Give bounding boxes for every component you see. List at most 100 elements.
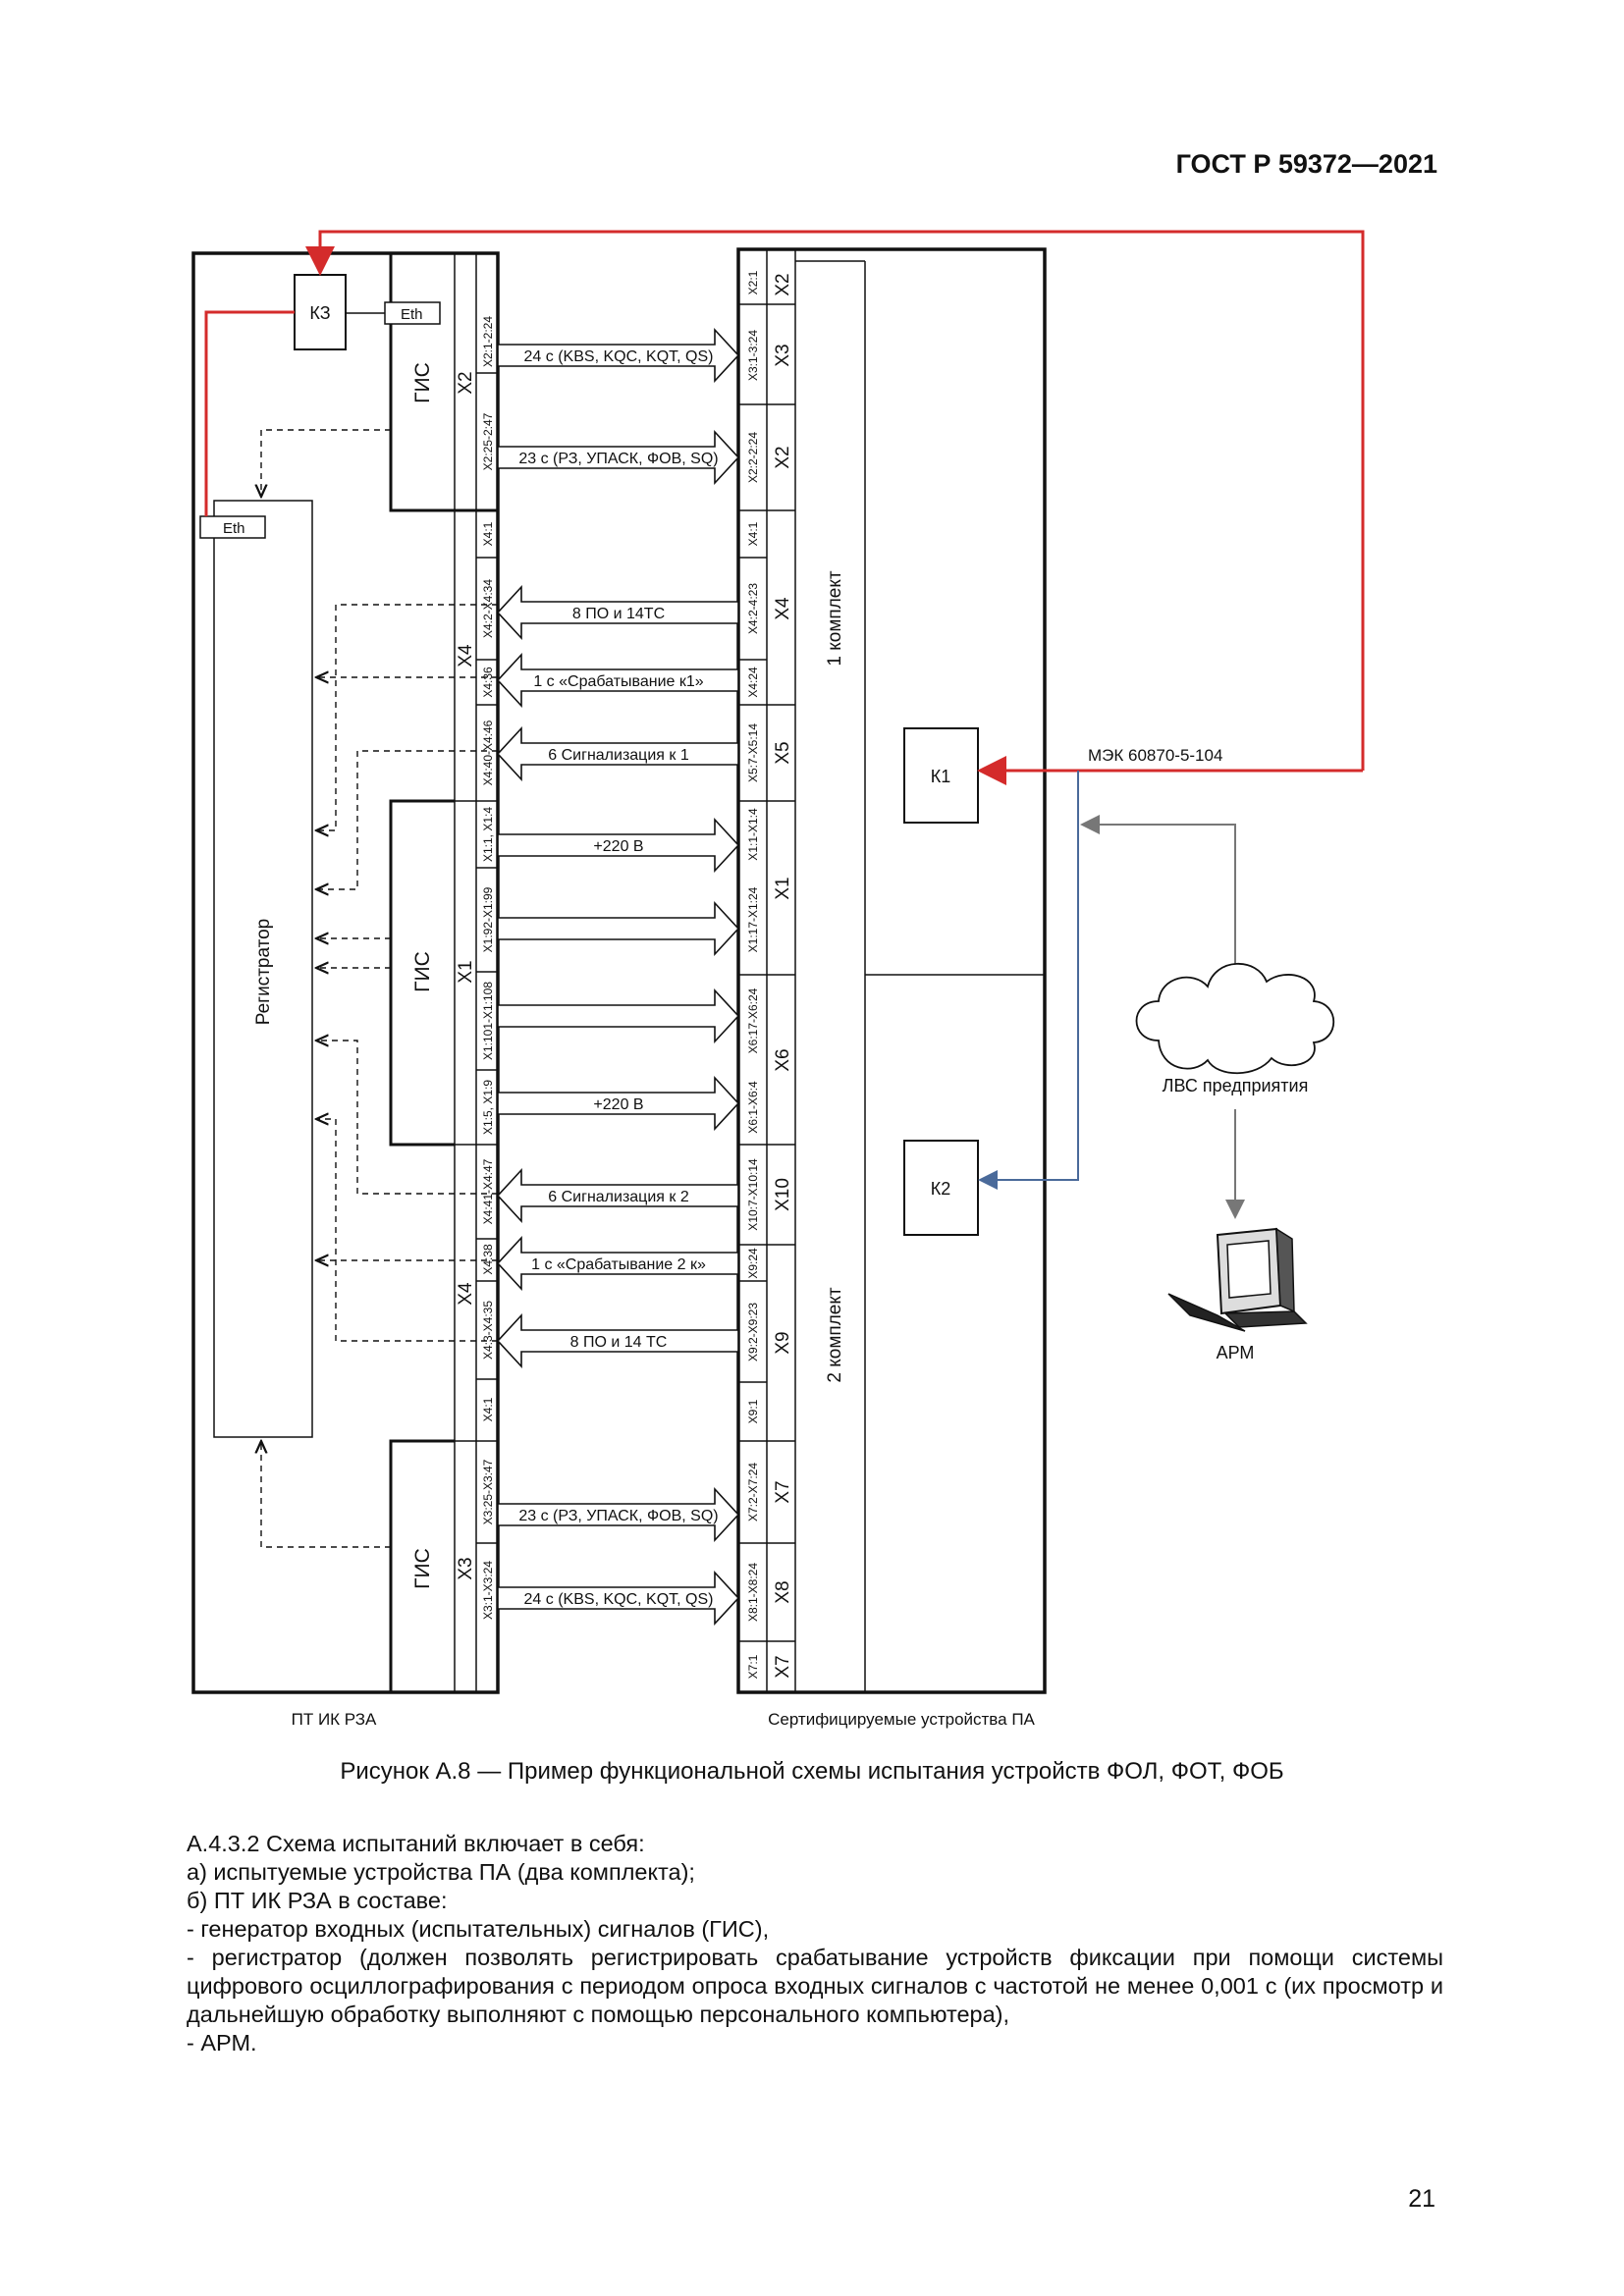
- diagram-label: X9:1: [746, 1399, 760, 1423]
- diagram-label: X6:1-X6:4: [746, 1081, 760, 1134]
- lvs-label: ЛВС предприятия: [1163, 1076, 1309, 1095]
- diagram-label: 1 с «Срабатывание к1»: [533, 673, 703, 690]
- diagram-shape: [738, 303, 795, 1642]
- arm-label: АРМ: [1217, 1343, 1255, 1362]
- pt-ik-rza-frame: [191, 251, 500, 1694]
- diagram-shape: [316, 750, 498, 889]
- diagram-label: X4:40-X4:46: [481, 720, 495, 785]
- diagram-label: X4: [456, 1282, 476, 1306]
- diagram-label: X3:1-X3:24: [481, 1561, 495, 1620]
- diagram-label: X6: [773, 1048, 793, 1071]
- signal-arrow-4: [496, 652, 739, 709]
- gis-top-block: [389, 251, 500, 512]
- diagram-label: X7: [773, 1655, 793, 1678]
- diagram-label: X3: [773, 344, 793, 366]
- diagram-label: 1 с «Срабатывание 2 к»: [531, 1256, 706, 1273]
- diagram-label: X2:1-2:24: [481, 316, 495, 367]
- diagram-label: X4:41-X4:47: [481, 1158, 495, 1224]
- kz-label: КЗ: [309, 303, 330, 323]
- registrator-label: Регистратор: [253, 919, 274, 1026]
- eth-registrator-label: Eth: [223, 520, 245, 537]
- paragraph: - АРМ.: [187, 2030, 257, 2056]
- paragraph: А.4.3.2 Схема испытаний включает в себя:: [187, 1831, 645, 1856]
- lvs-cloud-icon: [1135, 962, 1335, 1075]
- diagram-label: X4:24: [746, 667, 760, 698]
- diagram-label: X7: [773, 1480, 793, 1503]
- diagram-label: X4: [456, 644, 476, 667]
- diagram-label: К1: [931, 767, 951, 786]
- diagram-label: 23 с (РЗ, УПАСК, ФОВ, SQ): [518, 1508, 718, 1524]
- signal-arrow-x6a: [497, 988, 740, 1044]
- diagram-label: 24 с (KBS, KQC, KQT, QS): [524, 1591, 714, 1608]
- diagram-label: X3:1-3:24: [746, 330, 760, 381]
- diagram-shape: X2 X3 X2 X4 X5 X1 X6 X10 X9 X7 X8 X7: [773, 273, 793, 1678]
- diagram-label: 8 ПО и 14 ТС: [570, 1334, 668, 1351]
- signal-arrow-10: [496, 1312, 739, 1369]
- diagram-label: +220 В: [593, 838, 643, 855]
- diagram-label: X6:17-X6:24: [746, 988, 760, 1053]
- diagram-label: 6 Сигнализация к 2: [548, 1189, 689, 1205]
- diagram-label: X1:17-X1:24: [746, 886, 760, 952]
- body-text: А.4.3.2 Схема испытаний включает в себя:…: [118, 1830, 1443, 2057]
- certified-devices-frame: [736, 247, 1047, 1694]
- diagram-label: X4:1: [746, 521, 760, 546]
- diagram-shape: [389, 1439, 455, 1692]
- diagram-shape: [496, 584, 739, 1369]
- red-link-eth: [204, 310, 295, 516]
- signal-arrow-9: [496, 1235, 739, 1292]
- diagram-label: X10: [773, 1178, 793, 1211]
- diagram-shape: [316, 1119, 498, 1342]
- diagram-shape: [261, 429, 391, 497]
- diagram-label: X2:2-2:24: [746, 432, 760, 483]
- functional-diagram: Eth Регистратор КЗ Eth ГИС ГИС ГИС X2 X4…: [191, 230, 1365, 1729]
- diagram-label: X4:3-X4:35: [481, 1301, 495, 1360]
- diagram-label: X9: [773, 1331, 793, 1354]
- diagram-label: X4:2-4:23: [746, 583, 760, 634]
- diagram-label: X3:25-X3:47: [481, 1459, 495, 1524]
- diagram-shape: [1167, 1293, 1246, 1332]
- gis-top-label: ГИС: [411, 362, 434, 403]
- diagram-label: X4:36: [481, 667, 495, 698]
- paragraph: б) ПТ ИК РЗА в составе:: [187, 1888, 448, 1913]
- diagram-label: 23 с (РЗ, УПАСК, ФОВ, SQ): [518, 451, 718, 467]
- signal-arrow-7: [497, 1075, 740, 1132]
- eth-registrator: [199, 515, 266, 539]
- diagram-label: X8:1-X8:24: [746, 1563, 760, 1622]
- diagram-shape: X2:1 X3:1-3:24 X2:2-2:24 X4:1 X4:2-4:23 …: [746, 270, 760, 1679]
- diagram-shape: 24 с (KBS, KQC, KQT, QS) 23 с (РЗ, УПАСК…: [518, 348, 718, 1608]
- signal-arrow-6: [497, 817, 740, 874]
- signal-arrow-5: [496, 725, 739, 782]
- arm-computer-icon: [1167, 1227, 1308, 1332]
- paragraph: а) испытуемые устройства ПА (два комплек…: [187, 1859, 695, 1885]
- signal-arrow-12: [497, 1570, 740, 1627]
- diagram-label: 24 с (KBS, KQC, KQT, QS): [524, 348, 714, 365]
- registrator-block: [213, 500, 313, 1438]
- komplekt2-label: 2 комплект: [825, 1287, 845, 1382]
- paragraph: - регистратор (должен позволять регистри…: [187, 1945, 1443, 2027]
- diagram-label: X1:92-X1:99: [481, 886, 495, 952]
- eth-kz-label: Eth: [401, 306, 423, 323]
- diagram-label: X2:25-2:47: [481, 412, 495, 470]
- figure-caption: Рисунок А.8 — Пример функциональной схем…: [340, 1758, 1284, 1785]
- diagram-label: X4:2-X4:34: [481, 579, 495, 638]
- diagram-shape: [261, 429, 498, 1548]
- diagram-label: X7:1: [746, 1654, 760, 1679]
- diagram-label: X2: [456, 371, 476, 394]
- diagram-label: X1: [773, 877, 793, 899]
- diagram-label: X1:5, X1:9: [481, 1080, 495, 1135]
- diagram-label: X8: [773, 1580, 793, 1603]
- diagram-label: X10:7-X10:14: [746, 1158, 760, 1231]
- diagram-shape: [389, 799, 455, 1147]
- diagram-label: X1:1-X1:4: [746, 808, 760, 861]
- diagram-label: X2:1: [746, 270, 760, 294]
- mek-label: МЭК 60870-5-104: [1088, 746, 1222, 765]
- diagram-label: 8 ПО и 14ТС: [572, 606, 665, 622]
- pt-ik-rza-label: ПТ ИК РЗА: [292, 1710, 377, 1729]
- page-number: 21: [1408, 2185, 1435, 2213]
- signal-arrow-8: [496, 1167, 739, 1224]
- diagram-label: X5: [773, 741, 793, 764]
- diagram-label: 6 Сигнализация к 1: [548, 747, 689, 764]
- diagram-label: X4:38: [481, 1244, 495, 1275]
- diagram-label: +220 В: [593, 1096, 643, 1113]
- diagram-label: К2: [931, 1179, 951, 1199]
